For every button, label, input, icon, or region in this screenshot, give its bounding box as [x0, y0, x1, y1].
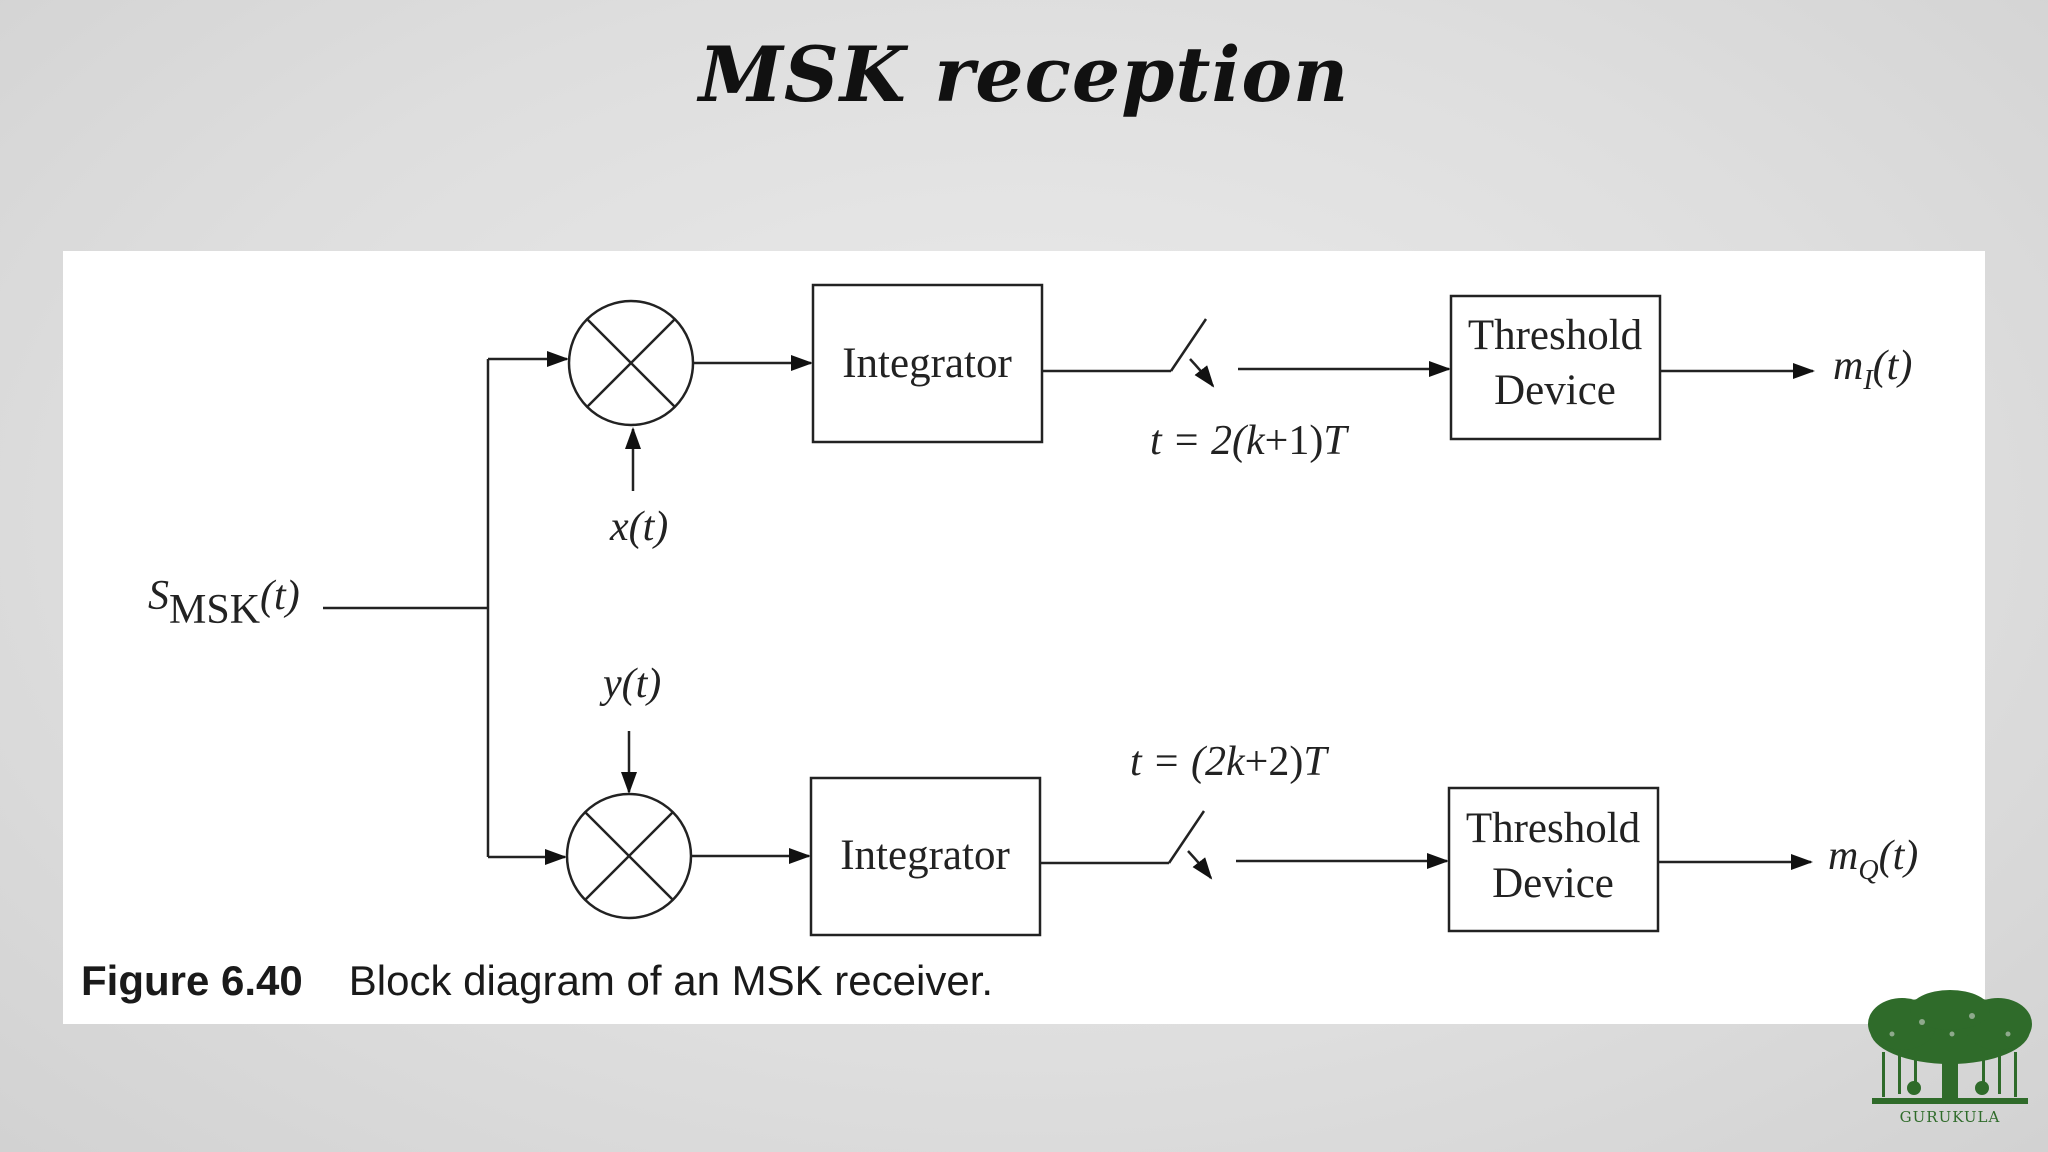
input-signal-label: SMSK(t) [148, 573, 300, 633]
upper-integrator-box [811, 283, 1044, 444]
lower-sampler-switch [1040, 810, 1213, 880]
banyan-tree-icon [1868, 990, 2032, 1104]
upper-threshold-box [1449, 294, 1662, 441]
slide-title: MSK reception [698, 30, 1350, 119]
lower-threshold-label-1: Threshold [1466, 805, 1640, 852]
logo-text: GURUKULA [1899, 1108, 2001, 1126]
lower-multiplier [565, 792, 693, 920]
upper-sampler-switch [1042, 318, 1215, 388]
upper-sampling-time: t = 2(k+1)T [1150, 418, 1349, 464]
upper-output-label: mI(t) [1833, 343, 1912, 396]
lower-threshold-label-2: Device [1492, 860, 1614, 907]
figure-panel: SMSK(t) x(t) Integrator [63, 251, 1985, 1024]
input-wiring [323, 351, 569, 865]
figure-caption-text: Block diagram of an MSK receiver. [348, 957, 994, 1004]
lower-integrator-label: Integrator [840, 832, 1010, 879]
figure-caption: Figure 6.40 Block diagram of an MSK recei… [81, 957, 993, 1005]
gurukula-logo: GURUKULA [1862, 990, 2038, 1130]
lower-sampling-time: t = (2k+2)T [1130, 739, 1329, 785]
lower-threshold-box [1447, 786, 1660, 933]
upper-threshold-label-1: Threshold [1468, 312, 1642, 359]
lower-output-label: mQ(t) [1828, 833, 1918, 886]
lower-carrier-label: y(t) [599, 661, 661, 707]
block-diagram: SMSK(t) x(t) Integrator [148, 283, 1918, 937]
lower-integrator-box [809, 776, 1042, 937]
upper-threshold-label-2: Device [1494, 367, 1616, 414]
figure-number: Figure 6.40 [81, 957, 303, 1004]
upper-carrier-label: x(t) [609, 504, 668, 550]
lower-branch: y(t) Integrator t = (2k+2)T Threshold De… [565, 661, 1918, 937]
upper-multiplier [567, 299, 695, 427]
upper-integrator-label: Integrator [842, 340, 1012, 387]
upper-branch: x(t) Integrator t = 2(k+1)T Threshold De… [567, 283, 1912, 550]
